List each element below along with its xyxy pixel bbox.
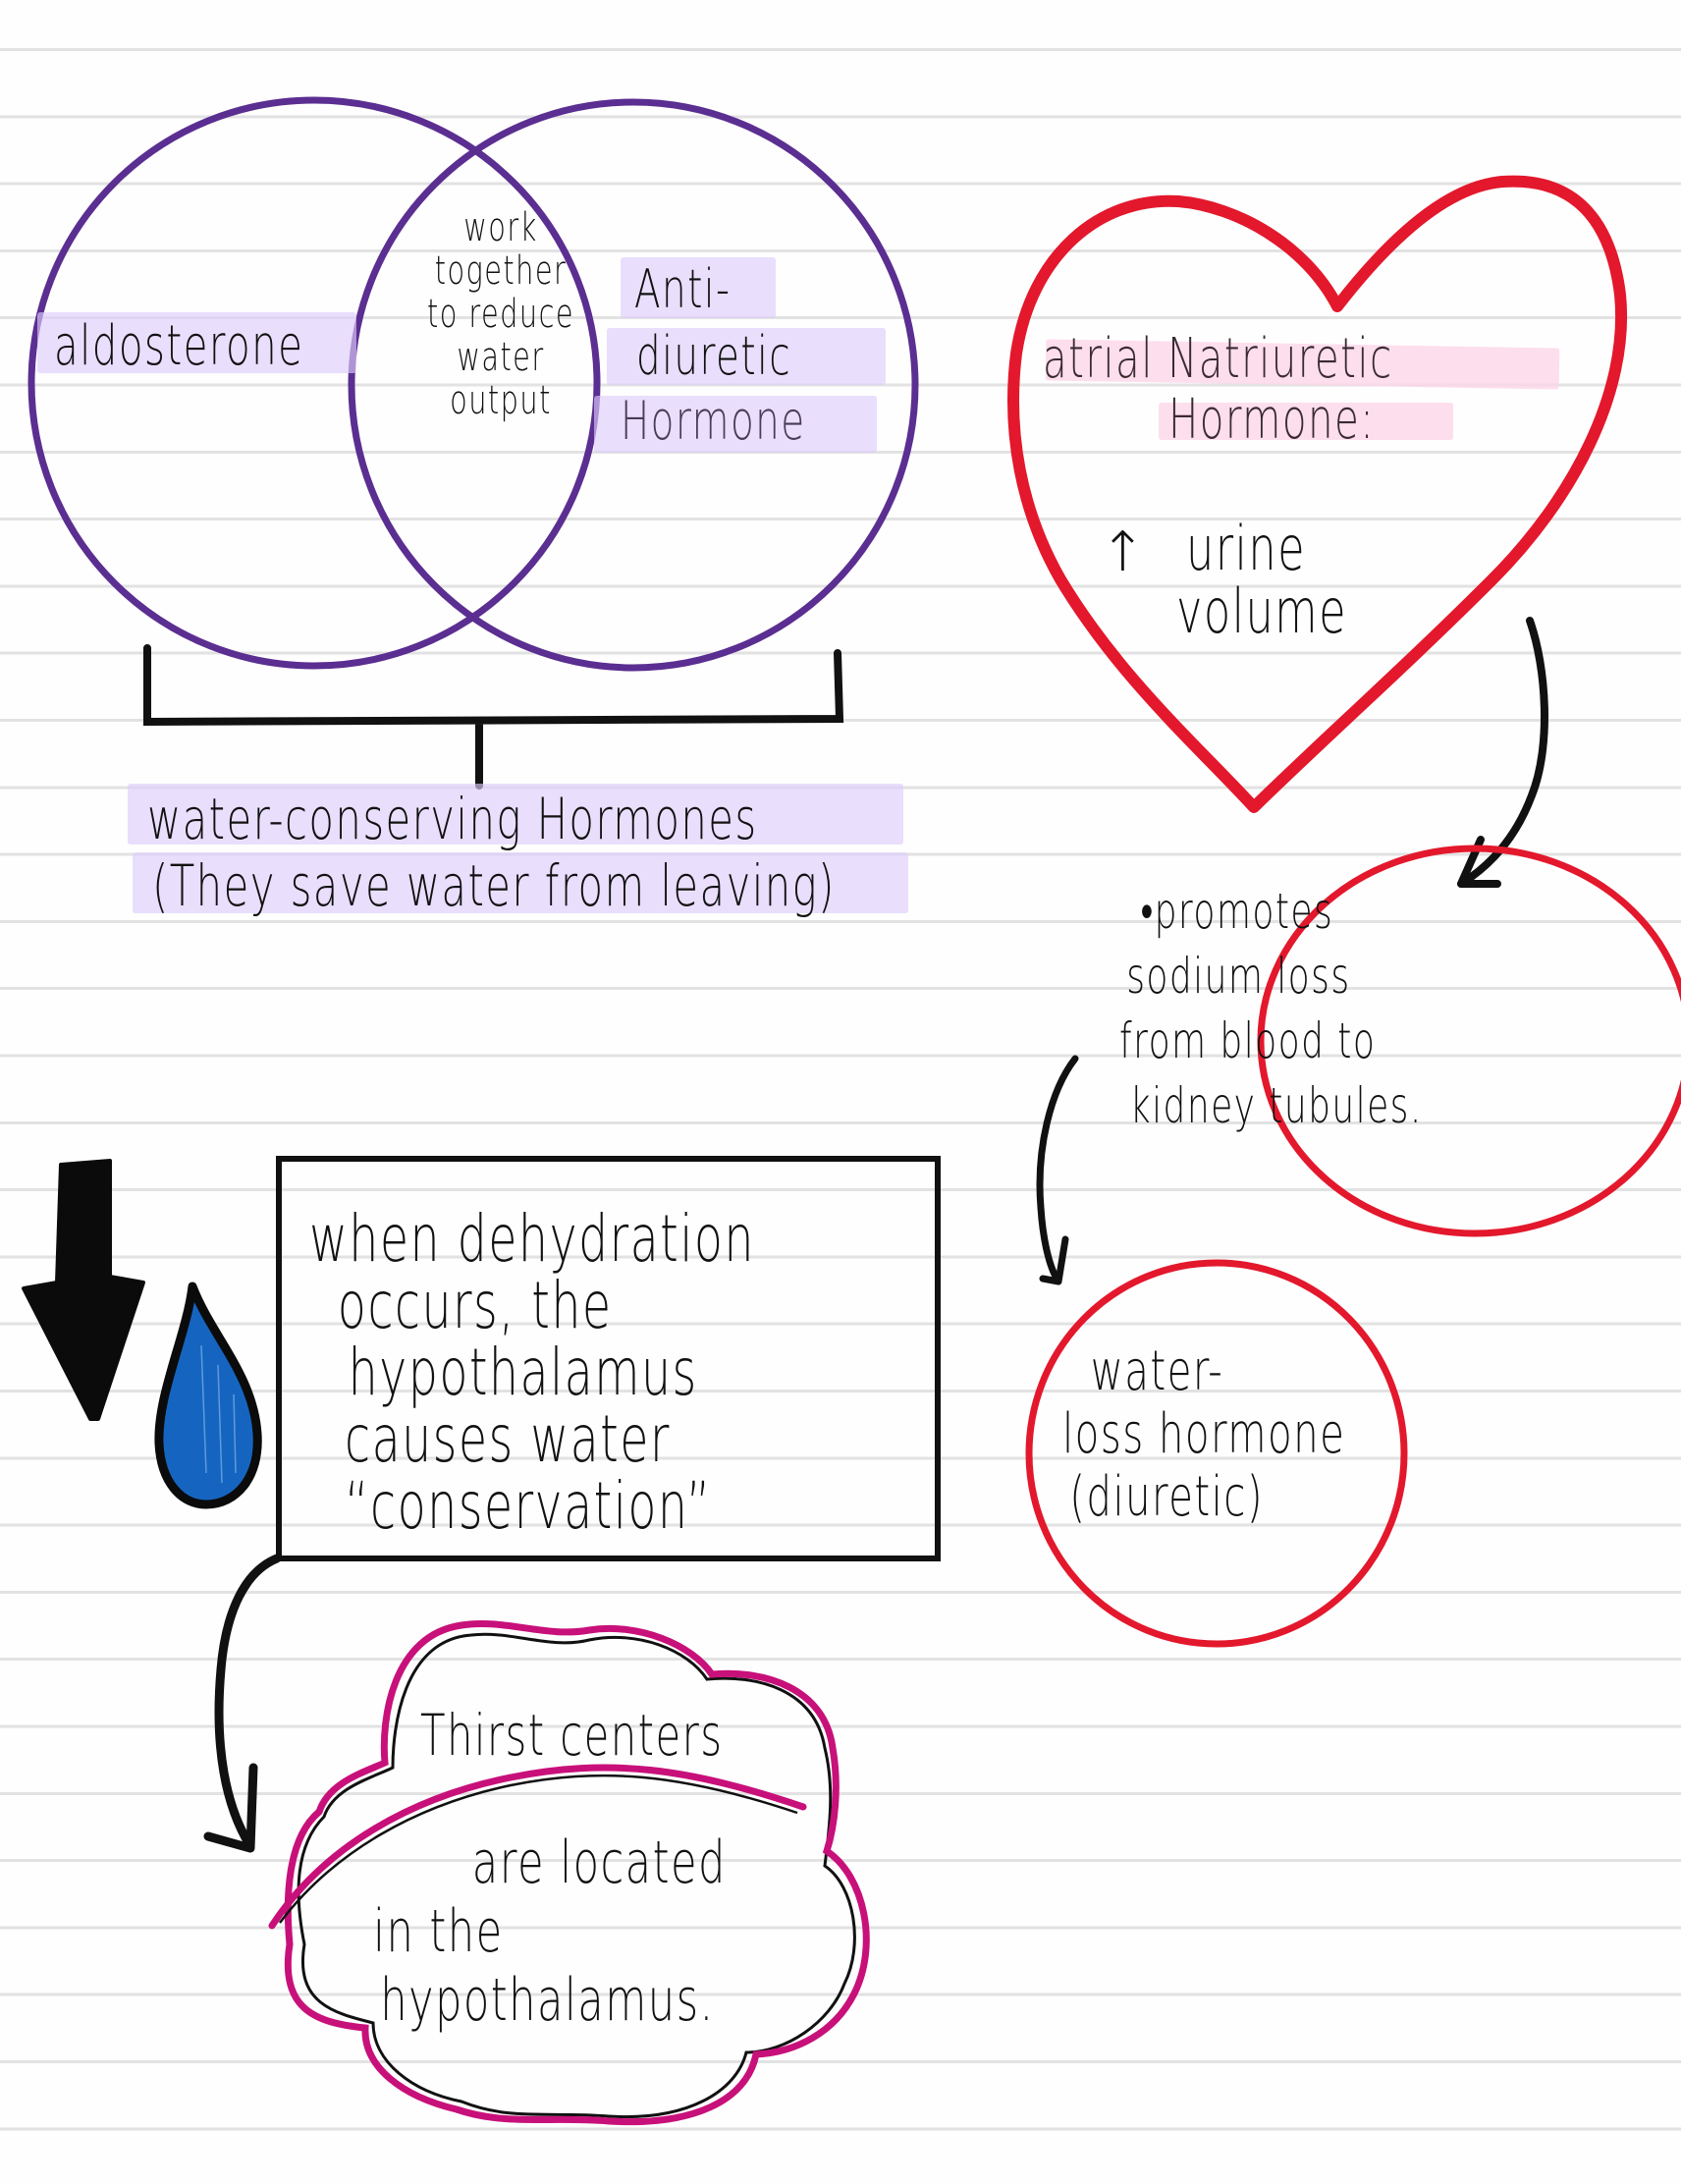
dehydration-line: “conservation” (345, 1468, 712, 1544)
overlap-line: water (457, 335, 545, 380)
water-conserving-caption: water-conserving Hormones (147, 786, 758, 852)
highlight-aldosterone (37, 312, 356, 373)
highlight-water-conserving (128, 784, 903, 845)
heart-title-line: Hormone: (1168, 388, 1376, 452)
dehydration-line: hypothalamus (348, 1335, 698, 1410)
venn-right-line: Hormone (621, 390, 806, 452)
sodium-circle-text: •promotes sodium loss from blood to kidn… (1119, 879, 1423, 1138)
water-loss-circle (1025, 1259, 1408, 1648)
sodium-line: kidney tubules. (1129, 1077, 1423, 1134)
thirst-cloud-bottom-text: are located in the hypothalamus. (373, 1829, 727, 2035)
thirst-line: in the (373, 1897, 504, 1966)
up-arrow-icon: ↑ (1100, 520, 1148, 584)
highlight-hormone-anh (1159, 403, 1453, 440)
water-conserving-subcaption: (They save water from leaving) (152, 852, 836, 919)
arrow-heart-to-sodium (1457, 617, 1548, 888)
water-drop-icon (154, 1282, 262, 1509)
dehydration-line: when dehydration (309, 1201, 755, 1277)
water-loss-text: water- loss hormone (diuretic) (1062, 1340, 1345, 1529)
dehydration-box-frame (276, 1156, 941, 1561)
overlap-line: output (450, 378, 552, 423)
arrow-sodium-to-waterloss (1036, 1055, 1079, 1285)
overlap-line: to reduce (426, 292, 575, 337)
venn-left-label: aldosterone (54, 314, 304, 378)
heart-shape (1007, 175, 1628, 813)
venn-right-line: diuretic (636, 325, 792, 387)
sodium-effect-circle (1257, 845, 1681, 1237)
down-arrow-icon (22, 1159, 145, 1421)
dehydration-line: causes water (345, 1401, 671, 1477)
overlap-line: together (434, 248, 568, 294)
arrow-head-heart-to-sodium (1457, 836, 1501, 888)
thirst-cloud-divider-arc-black (279, 1774, 798, 1924)
thirst-cloud-outline-black (297, 1632, 856, 2119)
highlight-anti (621, 257, 776, 318)
venn-left-circle (27, 96, 601, 670)
venn-right-circle (348, 98, 919, 672)
sodium-line: from blood to (1119, 1012, 1377, 1069)
heart-effect-line: volume (1176, 575, 1348, 647)
thirst-line: hypothalamus. (380, 1966, 715, 2035)
sodium-line: sodium loss (1126, 948, 1351, 1005)
arrow-head-sodium-to-waterloss (1039, 1235, 1069, 1285)
dehydration-box-text: when dehydration occurs, the hypothalamu… (309, 1206, 755, 1540)
venn-bracket (143, 644, 844, 790)
heart-title-line: atrial Natriuretic (1043, 327, 1393, 391)
arrow-box-to-cloud (214, 1554, 282, 1851)
arrow-head-box-to-cloud (203, 1763, 258, 1853)
water-loss-line: water- (1090, 1339, 1224, 1403)
highlight-diuretic (607, 328, 886, 385)
highlight-hormone (594, 396, 877, 453)
dehydration-line: occurs, the (337, 1268, 613, 1343)
thirst-cloud-top-text: Thirst centers (420, 1702, 724, 1769)
thirst-line: are located (471, 1829, 727, 1897)
highlight-they-save (133, 852, 908, 913)
thirst-cloud-outline-magenta (284, 1619, 870, 2126)
venn-right-line: Anti- (634, 258, 732, 320)
venn-overlap-text: work together to reduce water output (419, 206, 582, 422)
water-loss-line: (diuretic) (1069, 1465, 1265, 1529)
water-loss-line: loss hormone (1062, 1402, 1346, 1466)
thirst-cloud-divider-arc (268, 1764, 807, 1930)
water-drop-sheen (200, 1344, 237, 1484)
sodium-line: •promotes (1140, 883, 1334, 940)
heart-effect-line: urine (1186, 513, 1307, 584)
overlap-line: work (463, 205, 538, 250)
